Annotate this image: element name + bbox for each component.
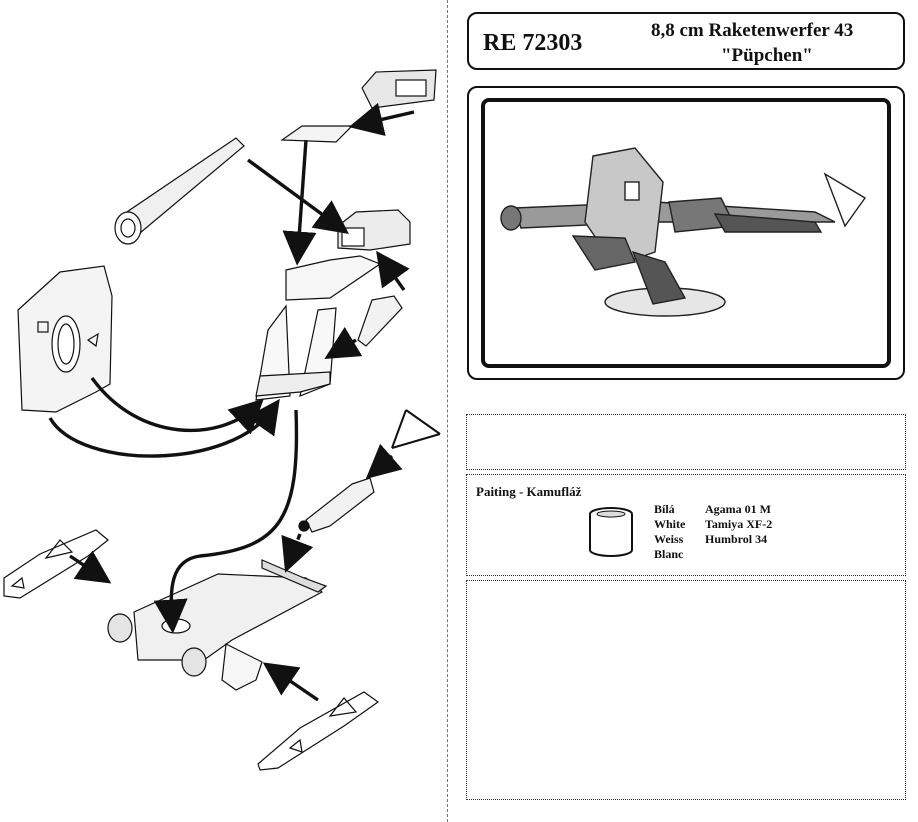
shield-part — [17, 265, 113, 413]
arrow-shield-2 — [48, 398, 280, 458]
notes-box-top — [466, 414, 906, 470]
color-name-cz: Bílá — [654, 502, 675, 516]
fold-line — [447, 0, 448, 822]
ski-left-part — [3, 529, 109, 599]
arrow-rod — [324, 326, 363, 359]
color-name-en: White — [654, 517, 686, 531]
paint-code-tamiya: Tamiya XF-2 — [705, 517, 773, 531]
arrow-barrel — [246, 158, 349, 235]
sight-bracket-part — [280, 125, 354, 143]
trail-handle-part — [391, 409, 441, 449]
barrel-part — [114, 137, 245, 245]
arrow-bracket — [282, 139, 317, 266]
arrow-trail-link — [281, 533, 314, 573]
ski-right-part — [257, 691, 380, 771]
color-name-fr: Blanc — [654, 547, 684, 561]
color-name-de: Weiss — [654, 532, 684, 546]
arrow-ski-right — [262, 662, 319, 702]
assembly-diagram — [3, 69, 441, 771]
notes-box-bottom — [466, 580, 906, 800]
handwheel-rod-part — [357, 295, 403, 347]
model-photo-image — [500, 147, 867, 317]
model-photo — [481, 98, 891, 368]
cradle-part — [285, 255, 382, 301]
arrow-shield-1 — [90, 376, 264, 435]
upper-carriage-part — [255, 304, 337, 401]
title-box: RE 72303 8,8 cm Raketenwerfer 43 "Püpche… — [467, 12, 905, 70]
kit-name-line2: "Püpchen" — [721, 45, 813, 66]
color-names: Bílá White Weiss Blanc — [654, 502, 685, 562]
arrow-sight — [348, 102, 415, 136]
painting-box — [466, 474, 906, 576]
painting-title: Paiting - Kamufláž — [476, 484, 582, 499]
lower-carriage-part — [107, 559, 328, 691]
breech-part — [337, 209, 411, 251]
paint-code-humbrol: Humbrol 34 — [705, 532, 768, 546]
kit-name-line1: 8,8 cm Raketenwerfer 43 — [651, 20, 854, 41]
paint-can-icon — [589, 507, 633, 557]
trail-link-part — [305, 477, 375, 533]
arrow-breech — [376, 250, 410, 291]
arrow-ski-left — [69, 550, 112, 584]
paint-code-agama: Agama 01 M — [705, 502, 771, 516]
paint-codes: Agama 01 M Tamiya XF-2 Humbrol 34 — [705, 502, 772, 547]
arrow-trail-handle — [365, 443, 403, 479]
gun-sight-part — [361, 69, 437, 109]
photo-frame — [467, 86, 905, 380]
kit-code: RE 72303 — [483, 30, 583, 56]
arrow-carriage — [153, 409, 299, 634]
